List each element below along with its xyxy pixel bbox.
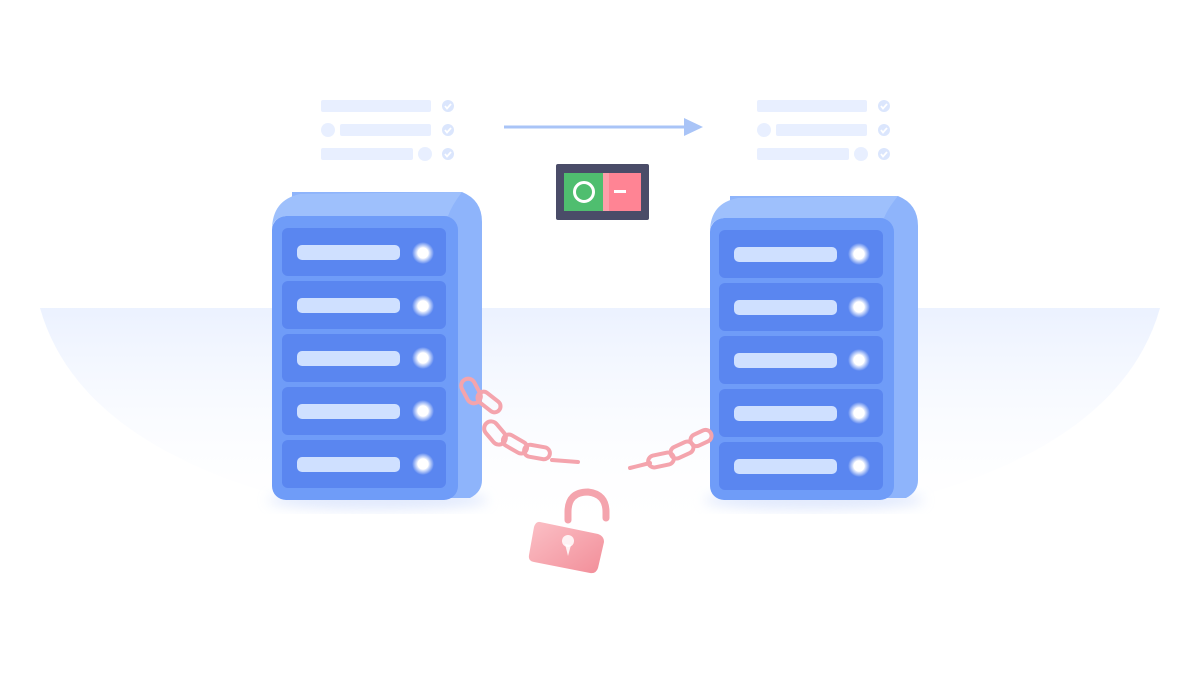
server-slot <box>719 283 883 331</box>
list-dot <box>418 147 432 161</box>
source-server <box>268 192 488 510</box>
server-slot <box>719 389 883 437</box>
list-dot <box>321 123 335 137</box>
check-icon <box>878 148 890 160</box>
server-slot <box>719 230 883 278</box>
check-icon <box>442 100 454 112</box>
list-dot <box>757 123 771 137</box>
source-list <box>321 100 454 161</box>
transfer-arrow-icon <box>504 118 703 136</box>
list-dot <box>854 147 868 161</box>
floor-glow <box>40 308 1160 540</box>
toggle-on-symbol <box>573 181 595 203</box>
power-toggle-switch <box>556 164 649 220</box>
toggle-on-side <box>564 173 603 211</box>
list-bar <box>321 148 413 160</box>
check-icon <box>442 124 454 136</box>
unlocked-padlock-icon <box>528 488 610 574</box>
server-slot <box>719 336 883 384</box>
target-server <box>704 196 924 510</box>
server-slot <box>719 442 883 490</box>
list-bar <box>321 100 431 112</box>
list-bar <box>776 124 867 136</box>
server-slot <box>282 440 446 488</box>
server-slot <box>282 334 446 382</box>
list-bar <box>757 148 849 160</box>
check-icon <box>878 124 890 136</box>
server-slot <box>282 281 446 329</box>
check-icon <box>878 100 890 112</box>
broken-chain-icon <box>459 376 714 470</box>
target-list <box>757 100 890 161</box>
list-bar <box>757 100 867 112</box>
server-slot <box>282 228 446 276</box>
list-bar <box>340 124 431 136</box>
check-icon <box>442 148 454 160</box>
server-slot <box>282 387 446 435</box>
toggle-off-symbol <box>614 190 626 193</box>
